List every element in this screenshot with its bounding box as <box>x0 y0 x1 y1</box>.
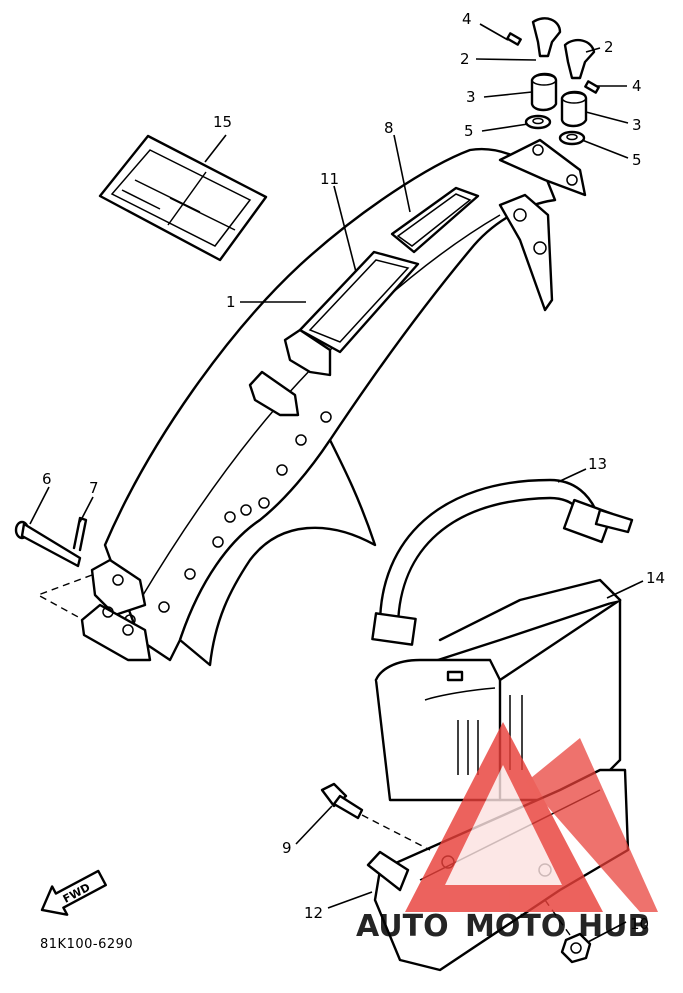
pivot-pin-part <box>14 520 82 568</box>
callout-9: 9 <box>282 839 292 857</box>
callout-12: 12 <box>304 904 323 922</box>
watermark-text-moto: MOTO <box>465 909 566 944</box>
washer-part-left <box>524 114 552 130</box>
watermark-text-hub: HUB <box>578 909 650 944</box>
decal-sheet-part <box>98 134 268 262</box>
bolt-part <box>320 782 364 820</box>
callout-4-right: 4 <box>632 77 642 95</box>
callout-3-left: 3 <box>466 88 476 106</box>
rear-fender-part <box>80 138 587 667</box>
watermark-triangle-accent <box>526 738 658 912</box>
watermark-text: AUTO MOTO HUB <box>356 909 650 944</box>
assembly-line-pin <box>36 574 93 619</box>
knob-part-left <box>531 17 562 58</box>
callout-15: 15 <box>213 113 232 131</box>
callout-labels: 15 8 11 1 4 2 3 5 2 4 3 5 6 7 13 14 9 12… <box>42 10 665 933</box>
callout-leaders <box>29 23 644 943</box>
callout-7: 7 <box>89 479 99 497</box>
watermark-triangle-inner <box>445 765 562 885</box>
callout-8: 8 <box>384 119 394 137</box>
callout-6: 6 <box>42 470 52 488</box>
callout-11: 11 <box>320 170 339 188</box>
cotter-pin-part <box>72 516 88 552</box>
knob-part-right <box>563 38 596 80</box>
fender-decal-8-part <box>390 186 480 254</box>
callout-4-left: 4 <box>462 10 472 28</box>
callout-1: 1 <box>226 293 236 311</box>
forward-direction-arrow: FWD <box>40 869 107 916</box>
callout-13: 13 <box>588 455 607 473</box>
callout-5-right: 5 <box>632 151 642 169</box>
pin-part-right <box>584 80 600 94</box>
pin-part-left <box>506 32 522 46</box>
part-code-label: 81K100-6290 <box>40 937 133 952</box>
callout-5-left: 5 <box>464 122 474 140</box>
nut-part <box>560 932 592 964</box>
fender-decal-11-part <box>298 250 420 354</box>
callout-10: 10 <box>630 915 649 933</box>
watermark-logo <box>405 722 658 912</box>
callout-3-right: 3 <box>632 116 642 134</box>
washer-part-right <box>558 130 586 146</box>
damper-part-right <box>560 90 588 128</box>
callout-14: 14 <box>646 569 665 587</box>
strap-part <box>371 478 634 646</box>
callout-2-left: 2 <box>460 50 470 68</box>
battery-box-part <box>374 578 622 802</box>
callout-2-right: 2 <box>604 38 614 56</box>
assembly-line-bolt <box>361 814 431 851</box>
damper-part-left <box>530 72 558 112</box>
watermark-text-auto: AUTO <box>356 909 449 944</box>
